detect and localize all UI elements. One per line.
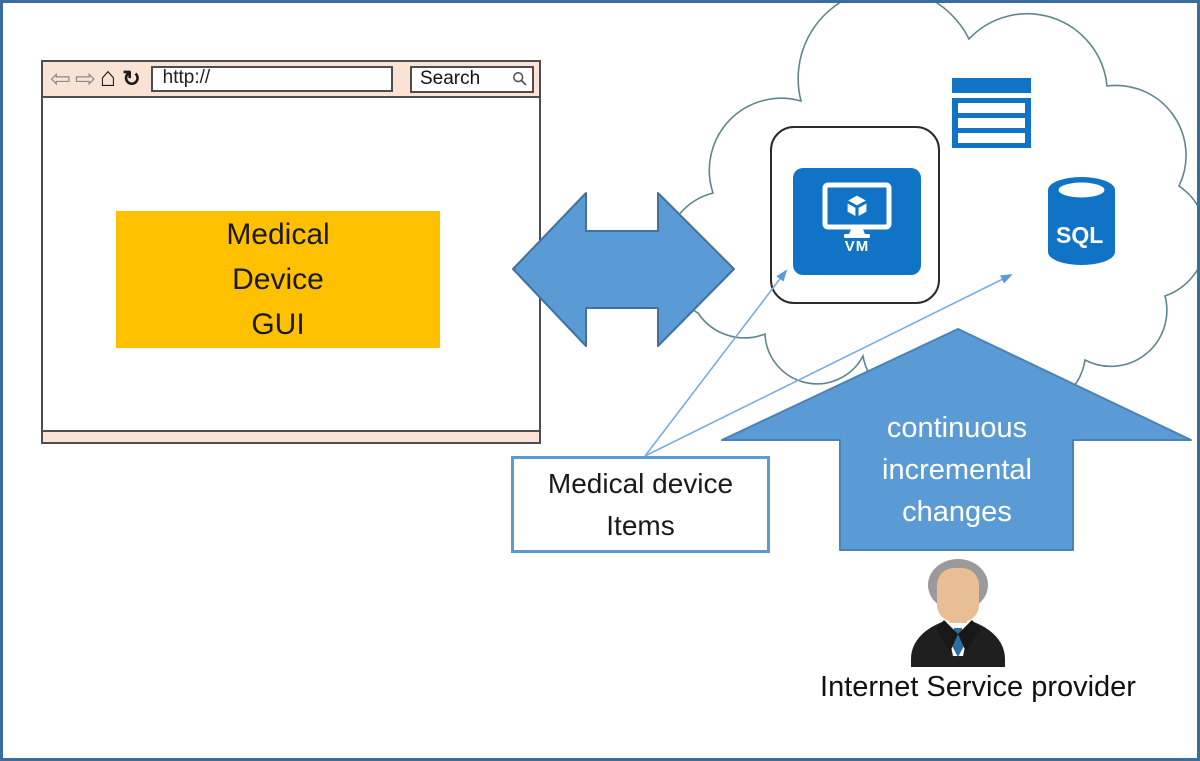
upload-arrow-caption-line: incremental bbox=[882, 454, 1032, 486]
browser-statusbar bbox=[43, 430, 539, 442]
url-input[interactable] bbox=[150, 66, 393, 92]
medical-device-gui-box: Medical Device GUI bbox=[116, 211, 440, 348]
upload-arrow-caption: continuous incremental changes bbox=[841, 407, 1073, 533]
upload-arrow-caption-line: changes bbox=[902, 496, 1012, 528]
back-icon[interactable]: ⇦ bbox=[50, 64, 71, 93]
gui-box-line: Medical bbox=[226, 218, 330, 251]
forward-icon[interactable]: ⇨ bbox=[74, 64, 96, 93]
gui-box-line: GUI bbox=[251, 308, 305, 341]
sql-label: SQL bbox=[1056, 222, 1103, 248]
search-icon bbox=[512, 71, 527, 86]
person-icon bbox=[911, 559, 1005, 667]
table-icon-body bbox=[952, 98, 1031, 148]
medical-device-items-box: Medical device Items bbox=[511, 456, 770, 553]
upload-arrow-caption-line: continuous bbox=[886, 412, 1028, 444]
gui-box-line: Device bbox=[232, 263, 324, 296]
vm-icon: VM bbox=[793, 168, 921, 275]
table-icon-row bbox=[958, 118, 1025, 128]
items-box-line: Medical device bbox=[547, 468, 734, 499]
refresh-icon[interactable]: ↻ bbox=[122, 66, 141, 91]
search-label: Search bbox=[420, 68, 481, 89]
table-icon-row bbox=[958, 103, 1025, 113]
sql-database-icon: SQL bbox=[1048, 177, 1115, 265]
home-icon[interactable]: ⌂ bbox=[99, 62, 117, 92]
items-box-line: Items bbox=[606, 510, 675, 541]
table-icon bbox=[952, 78, 1031, 148]
browser-toolbar: ⇦ ⇨ ⌂ ↻ Search bbox=[43, 62, 539, 98]
vm-label: VM bbox=[844, 238, 870, 255]
search-box[interactable]: Search bbox=[410, 65, 534, 93]
table-icon-header bbox=[952, 78, 1031, 93]
provider-label: Internet Service provider bbox=[820, 671, 1136, 703]
table-icon-row bbox=[958, 133, 1025, 143]
vm-monitor-icon bbox=[822, 182, 892, 238]
